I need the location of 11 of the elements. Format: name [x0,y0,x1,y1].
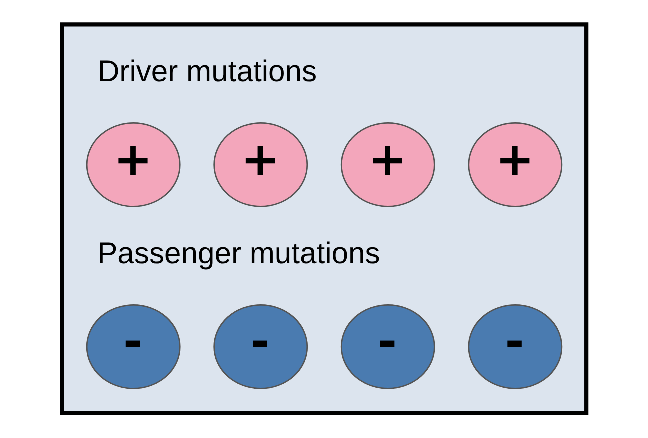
node-ellipse: + [340,122,435,208]
label: Driver mutations [97,56,317,89]
node-ellipse: + [213,122,308,208]
node-ellipse: - [468,304,562,390]
node-ellipse: + [86,122,180,208]
cluster [60,22,588,416]
node-ellipse: - [340,304,435,390]
label: Passenger mutations [97,238,380,271]
node-ellipse: - [213,304,308,390]
node-ellipse: + [468,122,562,208]
node-ellipse: - [86,304,180,390]
